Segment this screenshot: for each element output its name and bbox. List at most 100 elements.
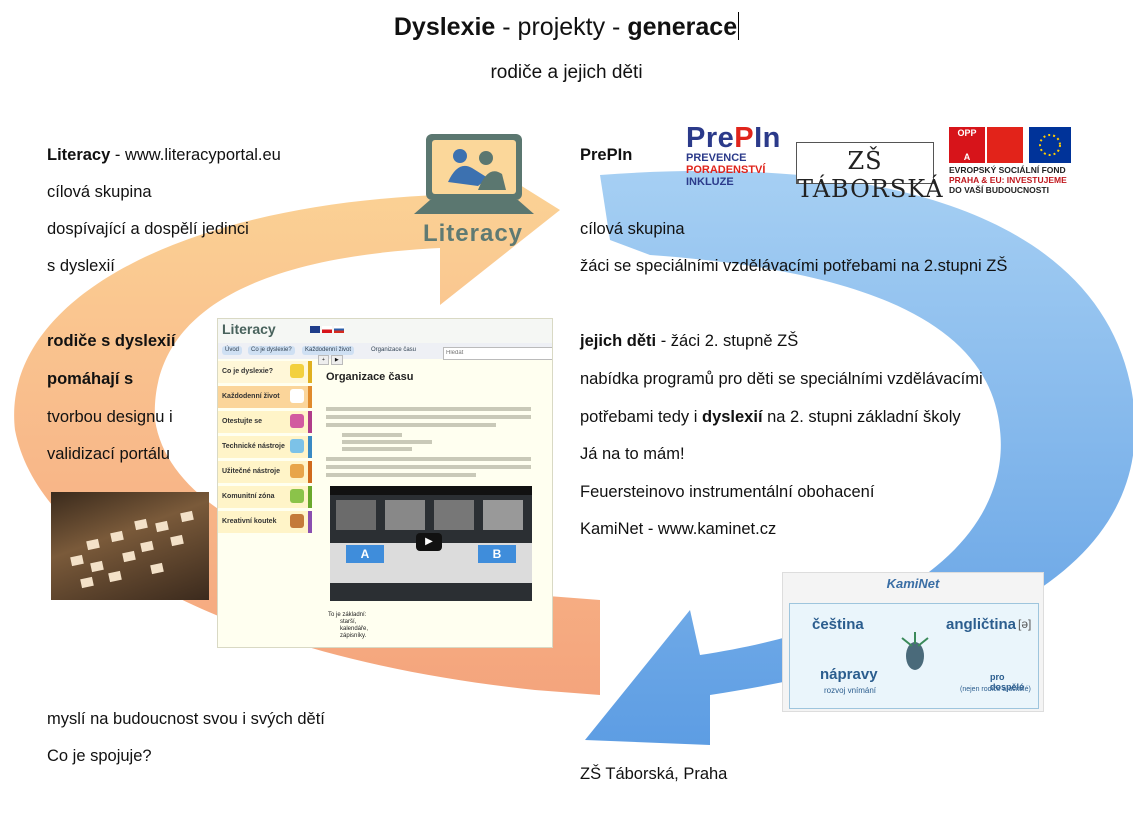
crumb-item[interactable]: Co je dyslexie?: [248, 346, 295, 355]
portal-heading: Organizace času: [326, 371, 414, 383]
literacy-logo-icon: [414, 134, 534, 214]
menu-item[interactable]: Kreativní koutek: [218, 511, 312, 533]
right-target-group: žáci se speciálními vzdělávacími potřeba…: [580, 257, 1008, 275]
video-label-a: A: [346, 545, 384, 563]
text-line: [342, 440, 432, 444]
portal-video[interactable]: A B ▶: [330, 486, 532, 601]
text-line: [326, 457, 531, 461]
kaminet-cestina[interactable]: čeština: [812, 616, 864, 633]
right-target-label: cílová skupina: [580, 220, 685, 238]
text-cursor: [738, 12, 740, 40]
flag-sk-icon: [334, 326, 344, 333]
list-item: zápisníky.: [340, 633, 367, 639]
text-line: [326, 407, 531, 411]
prepin-logo-title: PrePIn: [686, 122, 781, 154]
bottom-line-1: myslí na budoucnost svou i svých dětí: [47, 710, 325, 728]
kaminet-anglictina[interactable]: angličtina: [946, 616, 1017, 633]
kaminet-title: KamiNet: [886, 576, 940, 591]
parents-heading-2: pomáhají s: [47, 370, 134, 388]
crumb-item[interactable]: Úvod: [222, 346, 243, 355]
title-part1: Dyslexie: [393, 13, 496, 41]
atom-icon: [290, 439, 304, 453]
kaminet-line: KamiNet - www.kaminet.cz: [580, 520, 777, 538]
opp-icon: OPP A: [949, 127, 985, 163]
kaminet-rozvoj: rozvoj vnímání: [824, 686, 877, 695]
portal-search-input[interactable]: [443, 347, 552, 360]
menu-item[interactable]: Technické nástroje: [218, 436, 312, 458]
eu-flag-icon: [1029, 127, 1071, 163]
video-play-icon[interactable]: ▶: [416, 533, 442, 551]
language-flags: [310, 326, 344, 333]
flag-uk-icon: [310, 326, 320, 333]
video-title-bar: [330, 486, 532, 495]
school-footer: ZŠ Táborská, Praha: [580, 765, 728, 783]
zs-logo-text: ZŠ TÁBORSKÁ: [797, 147, 944, 203]
literacy-line: Literacy - www.literacyportal.eu: [47, 144, 281, 166]
photo-card: [70, 554, 84, 567]
photo-card: [155, 520, 169, 533]
video-thumb: [434, 500, 474, 530]
puzzle-icon: [290, 414, 304, 428]
pine-cone-icon: [901, 632, 929, 670]
kaminet-pro-dospele[interactable]: pro dospělé: [990, 672, 1025, 692]
kaminet-sub: (nejen rodiče a učitelé): [960, 686, 1031, 693]
menu-item[interactable]: Užitečné nástroje: [218, 461, 312, 483]
video-thumb: [385, 500, 425, 530]
bulb-icon: [290, 364, 304, 378]
menu-item[interactable]: Každodenní život: [218, 386, 312, 408]
portal-buttons: + ▶: [318, 355, 343, 365]
menu-item[interactable]: Otestujte se: [218, 411, 312, 433]
left-target-label: cílová skupina: [47, 183, 152, 201]
crumb-item: Organizace času: [371, 347, 417, 353]
portal-footer-list: To je základní: starší, kalendáře, zápis…: [328, 612, 368, 640]
kaminet-panel: čeština angličtina [ə] nápravy rozvoj vn…: [789, 603, 1039, 709]
photo-card: [170, 534, 184, 547]
left-target-group-2: s dyslexií: [47, 257, 115, 275]
children-line: jejich děti - žáci 2. stupně ZŠ: [580, 332, 799, 350]
literacy-portal-screenshot: Literacy Úvod Co je dyslexie? Každodenní…: [217, 318, 553, 648]
photo-card: [110, 530, 124, 543]
parents-heading-1: rodiče s dyslexií: [47, 332, 176, 350]
list-item: starší,: [340, 619, 357, 625]
literacy-url: - www.literacyportal.eu: [110, 146, 281, 164]
menu-item[interactable]: Komunitní zóna: [218, 486, 312, 508]
feuerstein-line: Feuersteinovo instrumentální obohacení: [580, 483, 875, 501]
list-item: To je základní:: [328, 612, 367, 618]
play-button[interactable]: ▶: [330, 355, 343, 365]
photo-card: [80, 576, 94, 589]
text-line: [342, 433, 402, 437]
kaminet-napravy[interactable]: nápravy: [820, 666, 878, 683]
video-thumb: [483, 500, 523, 530]
workshop-photo: [51, 492, 209, 600]
portal-menu: Co je dyslexie? Každodenní život Otestuj…: [218, 361, 312, 536]
praha-icon: [987, 127, 1023, 163]
photo-card: [122, 550, 136, 563]
subtitle: rodiče a jejich děti: [490, 62, 643, 83]
kaminet-ipa: [ə]: [1018, 617, 1032, 631]
left-target-group: dospívající a dospělí jedinci: [47, 220, 249, 238]
crumb-item[interactable]: Každodenní život: [302, 346, 355, 355]
portal-header: Literacy: [218, 319, 552, 344]
video-thumb: [336, 500, 376, 530]
title-sep: - projekty -: [495, 13, 628, 41]
share-button[interactable]: +: [318, 355, 329, 365]
prepin-logo: PrePIn PREVENCE PORADENSTVÍ INKLUZE: [686, 122, 781, 189]
video-label-b: B: [478, 545, 516, 563]
photo-card: [150, 562, 164, 575]
zs-taborska-logo: ZŠ TÁBORSKÁ: [796, 142, 943, 203]
photo-card: [108, 570, 122, 583]
literacy-logo-text: Literacy: [422, 220, 524, 247]
opp-text: EVROPSKÝ SOCIÁLNÍ FOND PRAHA & EU: INVES…: [949, 165, 1067, 195]
parents-line-3: tvorbou designu i: [47, 408, 173, 426]
kaminet-banner: KamiNet čeština angličtina [ə] nápravy r…: [782, 572, 1044, 712]
menu-item[interactable]: Co je dyslexie?: [218, 361, 312, 383]
title-part2: generace: [627, 13, 738, 41]
text-line: [326, 473, 476, 477]
photo-card: [140, 540, 154, 553]
portal-logo: Literacy: [222, 321, 276, 337]
photo-card: [86, 538, 100, 551]
photo-card: [180, 510, 194, 523]
literacy-label: Literacy: [47, 146, 111, 164]
text-line: [326, 465, 531, 469]
prepin-label: PrePIn: [580, 146, 633, 164]
